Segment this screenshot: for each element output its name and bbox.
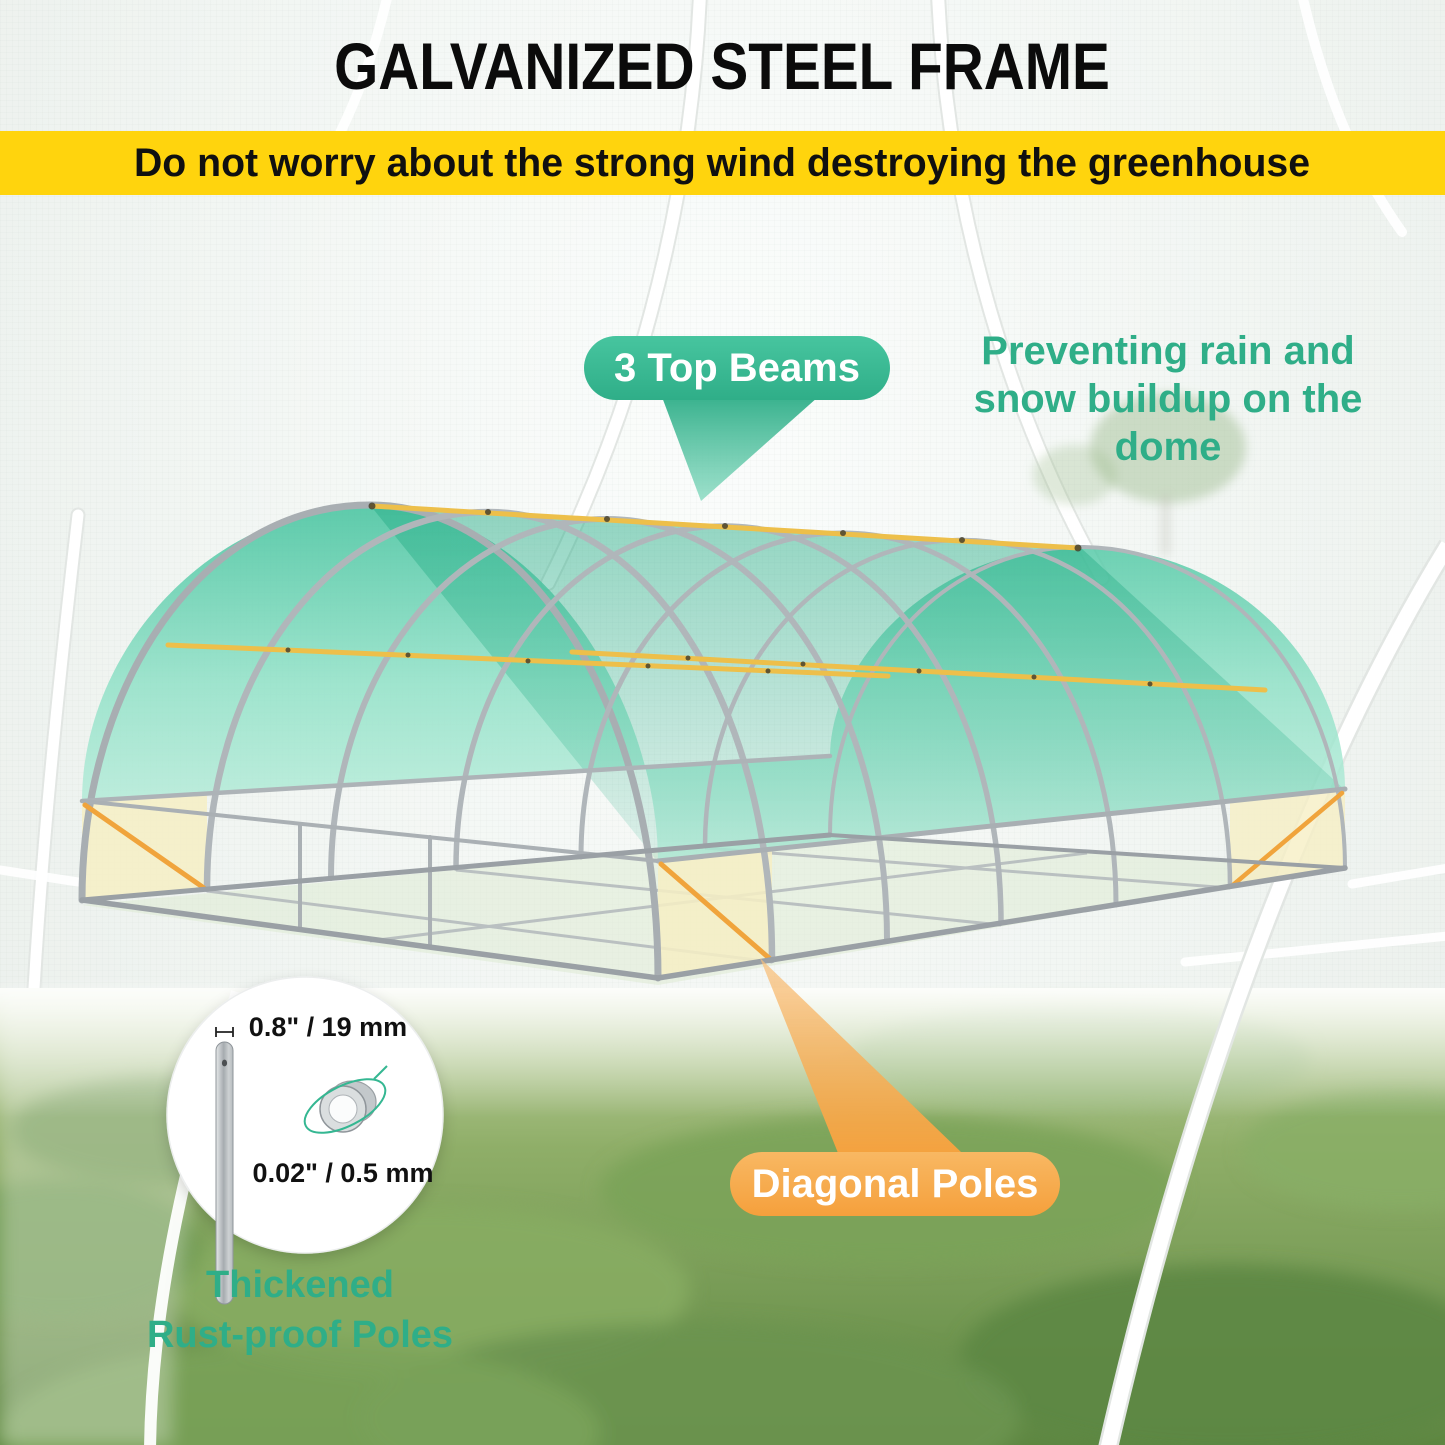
base-frame (79, 832, 1348, 981)
pole-detail-inset (166, 976, 444, 1305)
subtitle-banner: Do not worry about the strong wind destr… (0, 131, 1445, 195)
rain-note: Preventing rain and snow buildup on the … (918, 327, 1418, 471)
rain-note-line1: Preventing rain and (981, 329, 1355, 373)
tube-highlight-ring (303, 1078, 387, 1134)
pole-hole (221, 1059, 228, 1067)
sample-pole (215, 1041, 234, 1305)
page-title-wrap: GALVANIZED STEEL FRAME (0, 28, 1445, 104)
pole-note-line1: Thickened (206, 1264, 394, 1306)
pole-note-line2: Rust-proof Poles (146, 1314, 454, 1357)
canopy-right-shade (370, 505, 1345, 862)
pole-wall-thickness: 0.02" / 0.5 mm (252, 1158, 434, 1188)
detail-circle (166, 976, 444, 1254)
page-title: GALVANIZED STEEL FRAME (334, 29, 1111, 103)
greenhouse (78, 501, 1348, 985)
diagonal-poles-pointer (760, 958, 962, 1153)
tree-silhouette (1033, 393, 1246, 555)
pole-note: Thickened Rust-proof Poles (110, 1260, 490, 1360)
front-door-frame (298, 822, 432, 949)
wall-rails (79, 753, 1348, 864)
tube-ring-tail (373, 1065, 388, 1080)
pole-outer-dimension: 0.8" / 19 mm (248, 1012, 408, 1042)
subtitle-text: Do not worry about the strong wind destr… (134, 140, 1311, 185)
rain-note-line2: snow buildup on the dome (973, 377, 1363, 469)
background-frame-tubes (22, 0, 1110, 1073)
diagonal-poles-badge: Diagonal Poles (730, 1152, 1060, 1216)
beam-clamps (285, 502, 1153, 687)
top-beams-badge: 3 Top Beams (584, 336, 890, 400)
pole-width-bracket (215, 1027, 234, 1037)
tube-cross-section (319, 1080, 377, 1133)
diagonal-braces (82, 790, 1345, 961)
top-beams-pointer (662, 397, 818, 501)
